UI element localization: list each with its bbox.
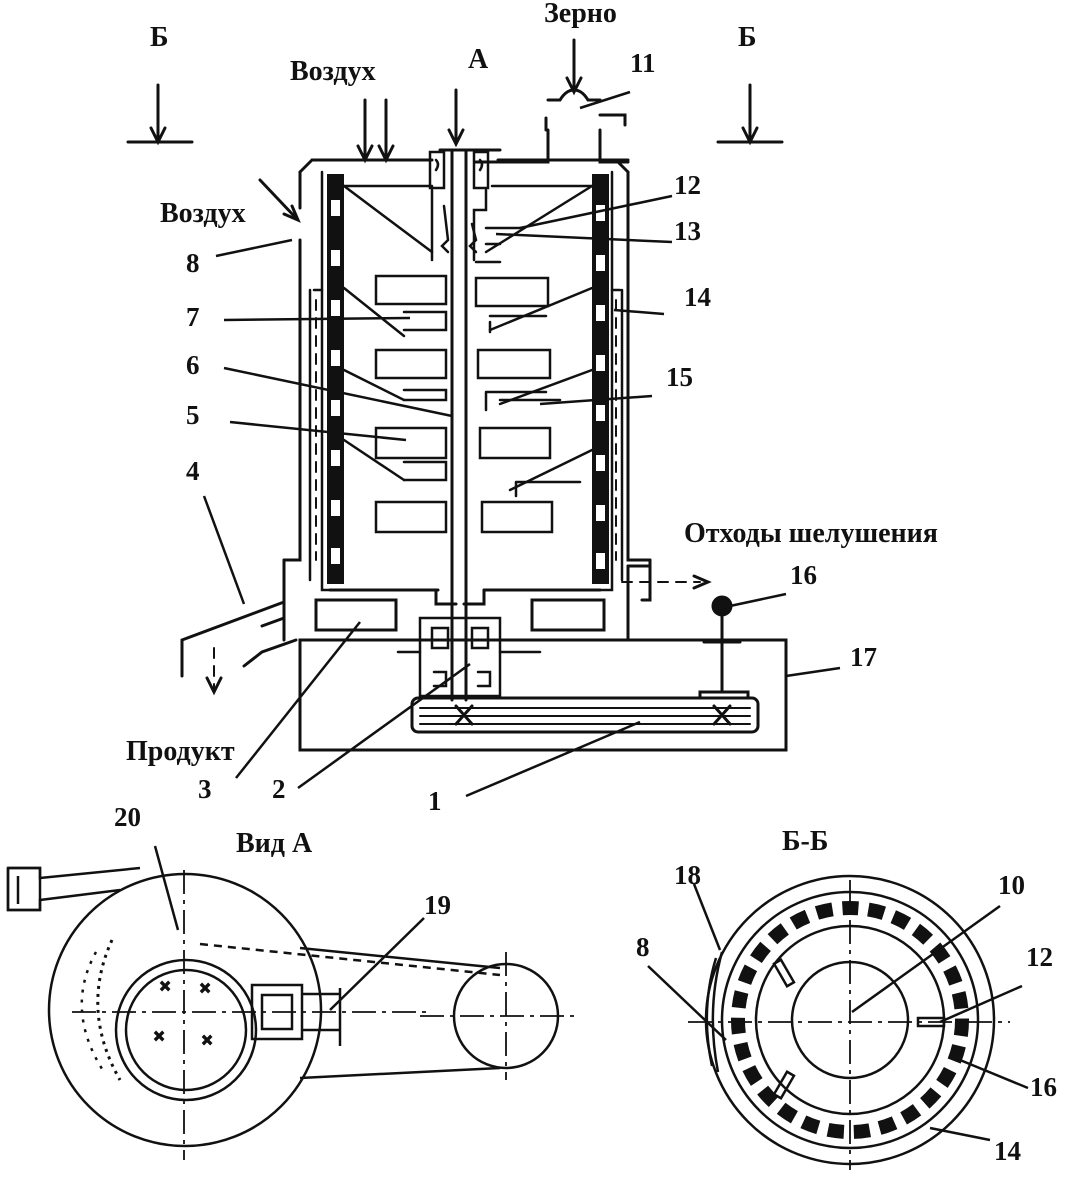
svg-text:×: ×: [154, 1026, 164, 1046]
section-bb-title: Б-Б: [782, 826, 828, 857]
view-arrow-label: А: [468, 44, 489, 75]
part-number: 10: [998, 870, 1025, 900]
part-number: 11: [630, 48, 656, 78]
section-mark-right: [716, 83, 784, 146]
part-number: 13: [674, 216, 701, 246]
sieve-wall-left: [327, 174, 344, 584]
leader-lines-main: [202, 90, 841, 798]
husk-waste-label: Отходы шелушения: [684, 518, 938, 549]
section-bb: [647, 874, 1029, 1170]
part-number: 12: [674, 170, 701, 200]
rotor-discs: [374, 274, 582, 534]
part-number: 14: [994, 1136, 1021, 1166]
part-number: 16: [1030, 1072, 1057, 1102]
husk-flow-dashed: [315, 299, 701, 583]
part-number: 8: [186, 248, 200, 278]
part-number: 5: [186, 400, 200, 430]
part-number: 15: [666, 362, 693, 392]
part-number: 1: [428, 786, 442, 816]
section-mark-right-label: Б: [738, 22, 757, 53]
grain-label: Зерно: [544, 0, 617, 29]
product-outlet: [180, 600, 298, 696]
svg-text:×: ×: [160, 976, 170, 996]
air-top-label: Воздух: [290, 56, 376, 87]
svg-text:×: ×: [202, 1030, 212, 1050]
svg-text:×: ×: [200, 978, 210, 998]
sieve-wall-right: [592, 174, 609, 584]
inner-casing: [308, 170, 624, 592]
part-number: 19: [424, 890, 451, 920]
part-number: 12: [1026, 942, 1053, 972]
part-number: 16: [790, 560, 817, 590]
air-side-arrow: [258, 178, 301, 223]
drive-base: [298, 638, 788, 752]
part-number: 4: [186, 456, 200, 486]
part-number: 8: [636, 932, 650, 962]
husk-flow-arrow: [692, 574, 712, 590]
valve-16: [702, 595, 742, 694]
air-side-label: Воздух: [160, 198, 246, 229]
part-number: 7: [186, 302, 200, 332]
main-section-view: [126, 38, 788, 752]
top-bearing: [428, 150, 490, 262]
top-sleeve: [474, 226, 522, 264]
cone-deflectors: [342, 184, 594, 492]
part-number: 20: [114, 802, 141, 832]
part-number: 18: [674, 860, 701, 890]
section-mark-left-label: Б: [150, 22, 169, 53]
part-number: 2: [272, 774, 286, 804]
view-a: × × × ×: [6, 845, 580, 1160]
central-shaft: [438, 148, 502, 702]
product-label: Продукт: [126, 736, 235, 767]
outer-housing: [282, 158, 652, 642]
part-number: 17: [850, 642, 877, 672]
bottom-bearing: [396, 616, 542, 698]
grain-inlet: [474, 38, 630, 164]
section-mark-left: [126, 83, 194, 146]
part-number: 3: [198, 774, 212, 804]
view-a-title: Вид А: [236, 828, 313, 859]
belt-drive: [410, 690, 760, 734]
part-number: 6: [186, 350, 200, 380]
part-number: 14: [684, 282, 711, 312]
